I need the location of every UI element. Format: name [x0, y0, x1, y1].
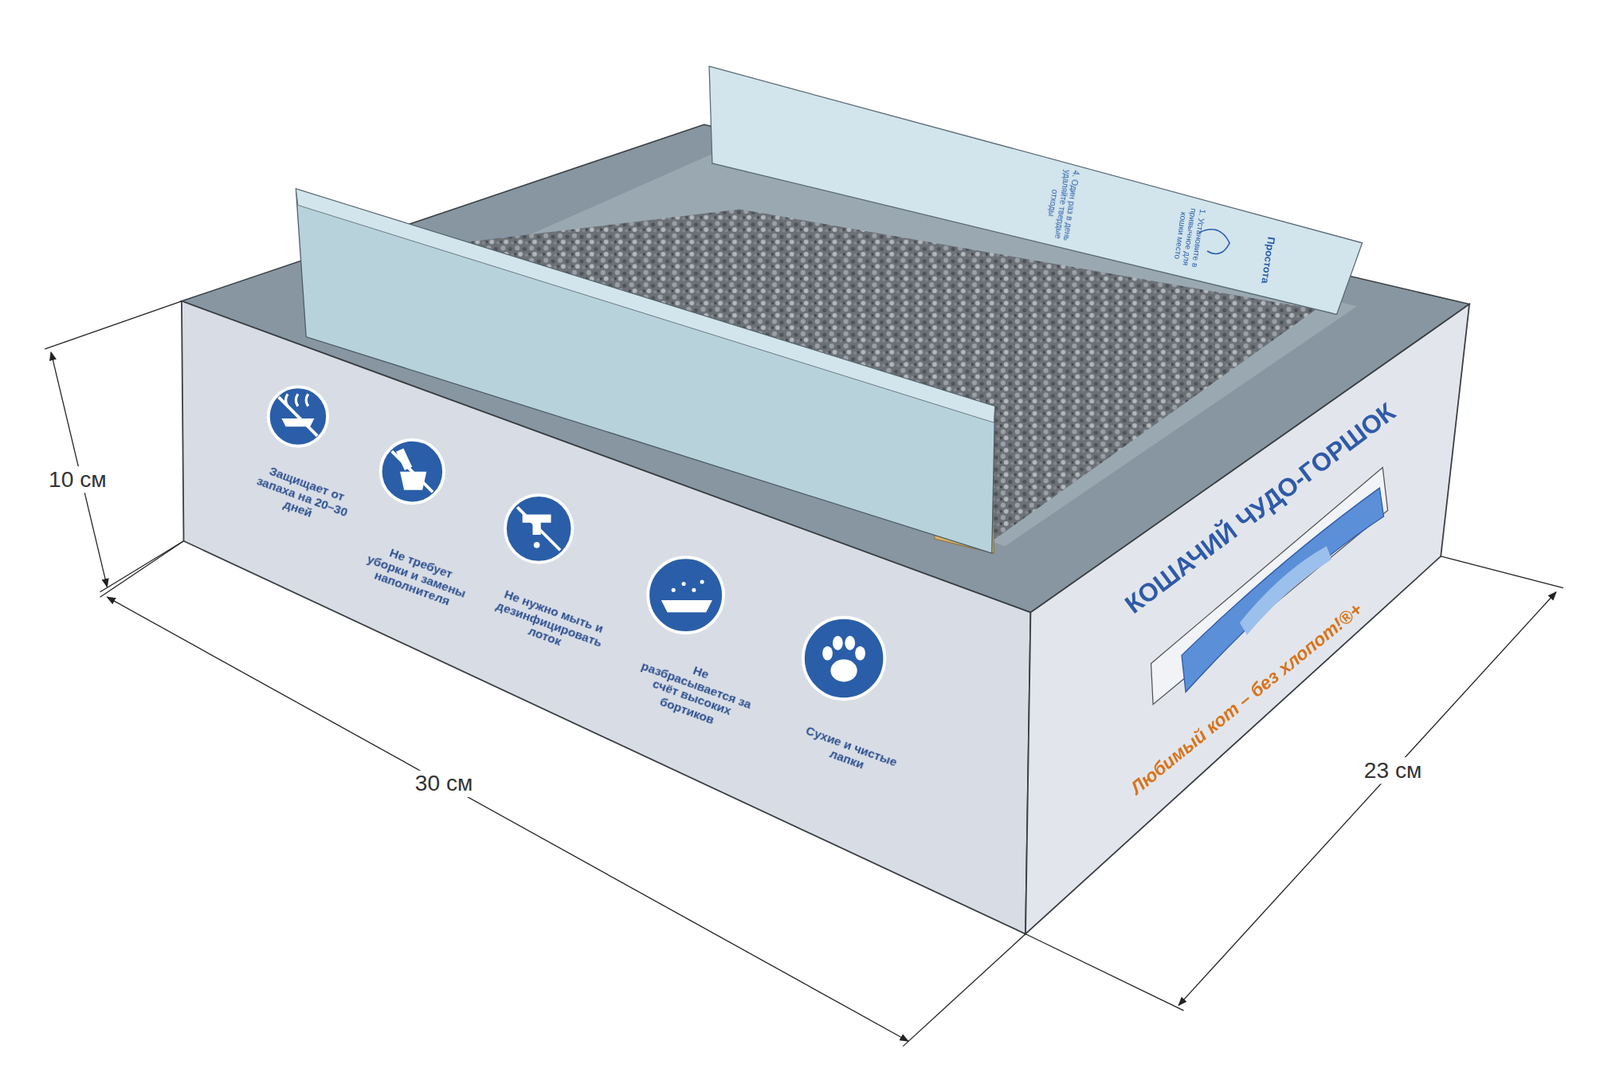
- instruction-step: 4. Один раз в день удаляйте твердые отхо…: [1043, 166, 1080, 241]
- feature-caption: Защищает от запаха на 20–30 дней: [242, 458, 362, 536]
- icon-no-scatter: [647, 556, 724, 633]
- dimension-label: 23 см: [1360, 756, 1427, 785]
- icon-paw: [803, 617, 885, 699]
- panel-heading: Простота: [1259, 235, 1278, 284]
- icon-no-wash: [505, 494, 573, 563]
- back-panel: [709, 66, 1363, 314]
- instruction-step: 1. Установите в привычное для кошки мест…: [1170, 199, 1208, 274]
- feature-caption: Сухие и чистые лапки: [796, 722, 902, 784]
- dimension-lines: [44, 301, 1564, 1047]
- feature-caption: Не нужно мыть и дезинфицировать лоток: [486, 585, 612, 664]
- box-front-face: [181, 301, 1031, 934]
- feature-caption: Не требует уборки и замены наполнителя: [356, 538, 477, 616]
- handle-highlight: [1239, 545, 1332, 635]
- instruction-icon: [1199, 229, 1230, 255]
- dimension-label: 30 см: [411, 770, 478, 798]
- icon-odor: [268, 386, 328, 446]
- feature-caption: Не разбрасывается за счёт высоких бортик…: [629, 646, 758, 738]
- product-title: КОШАЧИЙ ЧУДО-ГОРШОК: [1119, 397, 1400, 620]
- box-right-face: [1025, 304, 1470, 934]
- slogan: Любимый кот – без хлопот!®+: [1127, 599, 1367, 799]
- dimension-label: 10 см: [44, 466, 111, 494]
- icon-no-scoop: [380, 439, 444, 503]
